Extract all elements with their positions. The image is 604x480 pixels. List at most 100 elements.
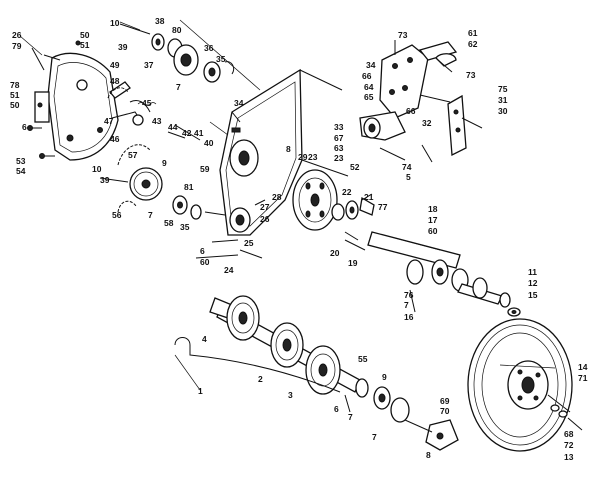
- label-11: 11: [528, 267, 537, 277]
- label-73a: 73: [398, 30, 408, 40]
- label-69: 69: [440, 396, 450, 406]
- label-46: 46: [110, 134, 120, 144]
- label-56: 56: [112, 210, 122, 220]
- label-6b: 6: [200, 246, 205, 256]
- track-drive-shaft: [174, 295, 459, 451]
- label-61: 61: [468, 28, 478, 38]
- label-14: 14: [578, 362, 588, 372]
- label-1: 1: [198, 386, 203, 396]
- label-70: 70: [440, 406, 450, 416]
- label-10a: 10: [110, 18, 120, 28]
- label-17: 17: [428, 215, 438, 225]
- label-76: 76: [404, 290, 414, 300]
- label-60b: 60: [428, 226, 438, 236]
- label-5: 5: [406, 172, 411, 182]
- label-29: 29: [298, 152, 308, 162]
- drive-disk: [292, 169, 375, 251]
- label-26b: 26: [260, 214, 270, 224]
- label-64: 64: [364, 82, 374, 92]
- label-37: 37: [144, 60, 154, 70]
- label-42: 42: [182, 128, 192, 138]
- label-26: 26: [12, 30, 22, 40]
- label-58: 58: [164, 218, 174, 228]
- label-79: 79: [12, 41, 22, 51]
- label-39a: 39: [118, 42, 128, 52]
- label-43: 43: [152, 116, 162, 126]
- label-34b: 34: [366, 60, 376, 70]
- label-28: 28: [272, 192, 282, 202]
- label-63: 63: [334, 143, 344, 153]
- label-49: 49: [110, 60, 120, 70]
- label-34a: 34: [234, 98, 244, 108]
- label-51b: 51: [10, 90, 20, 100]
- label-8b: 8: [426, 450, 431, 460]
- drive-chain: [107, 87, 151, 213]
- label-39b: 39: [100, 175, 110, 185]
- label-75: 75: [498, 84, 508, 94]
- label-36: 36: [204, 43, 214, 53]
- label-32: 32: [422, 118, 432, 128]
- label-50a: 50: [80, 30, 90, 40]
- label-4: 4: [202, 334, 207, 344]
- driven-pulley: [467, 318, 583, 452]
- label-47: 47: [104, 116, 114, 126]
- drive-sprocket-3: [305, 345, 341, 395]
- label-57: 57: [128, 150, 138, 160]
- label-41: 41: [194, 128, 204, 138]
- label-48: 48: [110, 76, 120, 86]
- brake-caliper-assembly: [359, 40, 483, 163]
- label-10b: 10: [92, 164, 102, 174]
- label-6a: 6: [22, 122, 27, 132]
- chaincase-cover: [34, 52, 119, 161]
- part-number-labels: 10 38 80 26 50 79 51 39 36 37 35 49 7 78…: [10, 16, 588, 462]
- label-20: 20: [330, 248, 340, 258]
- label-55: 55: [358, 354, 368, 364]
- label-7e: 7: [372, 432, 377, 442]
- tensioner-parts: [109, 81, 201, 141]
- label-19: 19: [348, 258, 358, 268]
- label-50b: 50: [10, 100, 20, 110]
- label-59: 59: [200, 164, 210, 174]
- label-77: 77: [378, 202, 388, 212]
- label-12: 12: [528, 278, 538, 288]
- label-3: 3: [288, 390, 293, 400]
- label-23: 23: [308, 152, 318, 162]
- jackshaft-assembly: [367, 231, 521, 317]
- label-72: 72: [564, 440, 574, 450]
- label-74: 74: [402, 162, 412, 172]
- label-15: 15: [528, 290, 538, 300]
- label-21: 21: [364, 192, 374, 202]
- upper-drive-parts: [119, 23, 235, 83]
- label-22: 22: [342, 187, 352, 197]
- label-68: 68: [564, 429, 574, 439]
- label-78: 78: [10, 80, 20, 90]
- label-7b: 7: [148, 210, 153, 220]
- drive-sprocket-2: [270, 322, 304, 368]
- label-66b: 66: [406, 106, 416, 116]
- label-54: 54: [16, 166, 26, 176]
- label-7a: 7: [176, 82, 181, 92]
- label-71: 71: [578, 373, 588, 383]
- label-67: 67: [334, 133, 344, 143]
- label-35a: 35: [216, 54, 226, 64]
- label-62: 62: [468, 39, 478, 49]
- label-66a: 66: [362, 71, 372, 81]
- label-7d: 7: [348, 412, 353, 422]
- label-40: 40: [204, 138, 214, 148]
- label-31: 31: [498, 95, 508, 105]
- label-81: 81: [184, 182, 194, 192]
- label-25: 25: [244, 238, 254, 248]
- label-30: 30: [498, 106, 508, 116]
- label-16: 16: [404, 312, 414, 322]
- label-51a: 51: [80, 40, 90, 50]
- label-53: 53: [16, 156, 26, 166]
- label-7c: 7: [404, 300, 409, 310]
- left-fasteners: [27, 40, 81, 159]
- label-73b: 73: [466, 70, 476, 80]
- chaincase-housing: [195, 68, 349, 259]
- label-35b: 35: [180, 222, 190, 232]
- drive-sprocket-1: [226, 295, 260, 341]
- label-52: 52: [350, 162, 360, 172]
- label-44: 44: [168, 122, 178, 132]
